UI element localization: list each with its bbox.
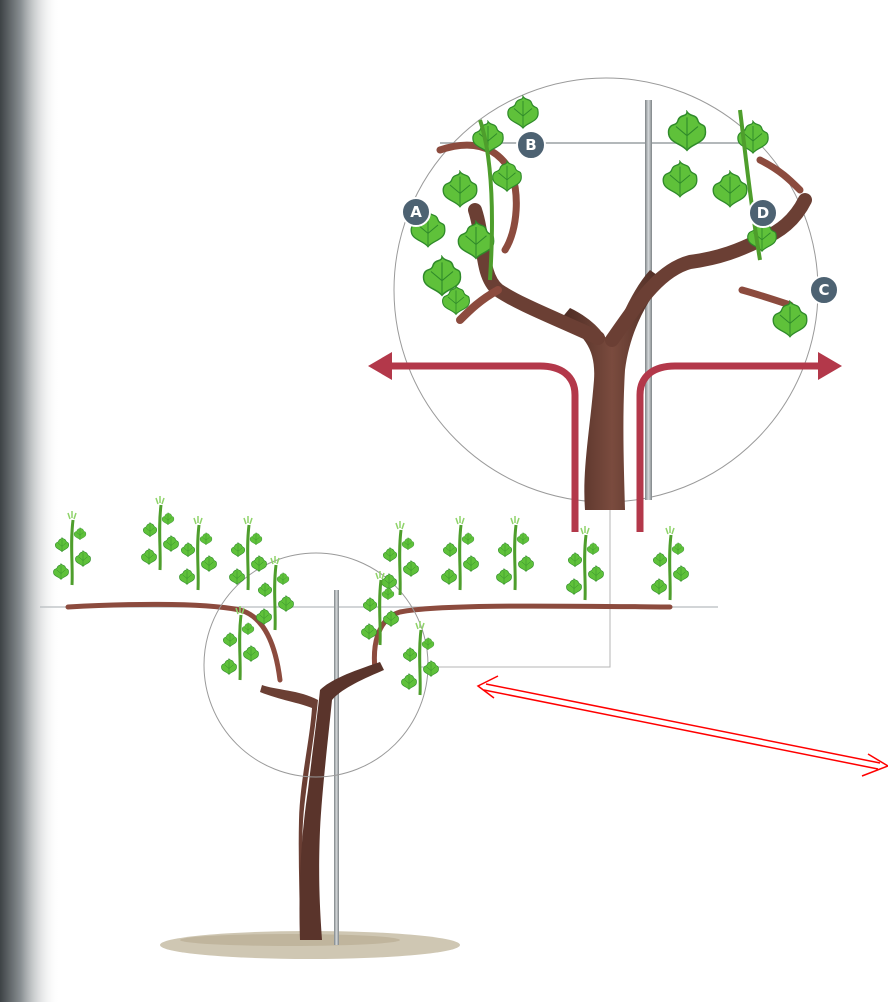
zoom-detail: A B C D xyxy=(368,78,842,532)
badge-a-label: A xyxy=(410,203,422,221)
red-double-arrow-icon xyxy=(478,676,888,776)
support-stake xyxy=(334,590,339,945)
badge-d: D xyxy=(749,199,777,227)
badge-b-label: B xyxy=(525,136,536,154)
badge-c-label: C xyxy=(818,281,829,299)
right-arrowhead xyxy=(818,352,842,380)
badge-c: C xyxy=(810,276,838,304)
badge-d-label: D xyxy=(757,204,769,222)
badge-a: A xyxy=(402,198,430,226)
page-binding-shadow xyxy=(0,0,60,1002)
left-arrowhead xyxy=(368,352,392,380)
badge-b: B xyxy=(517,131,545,159)
